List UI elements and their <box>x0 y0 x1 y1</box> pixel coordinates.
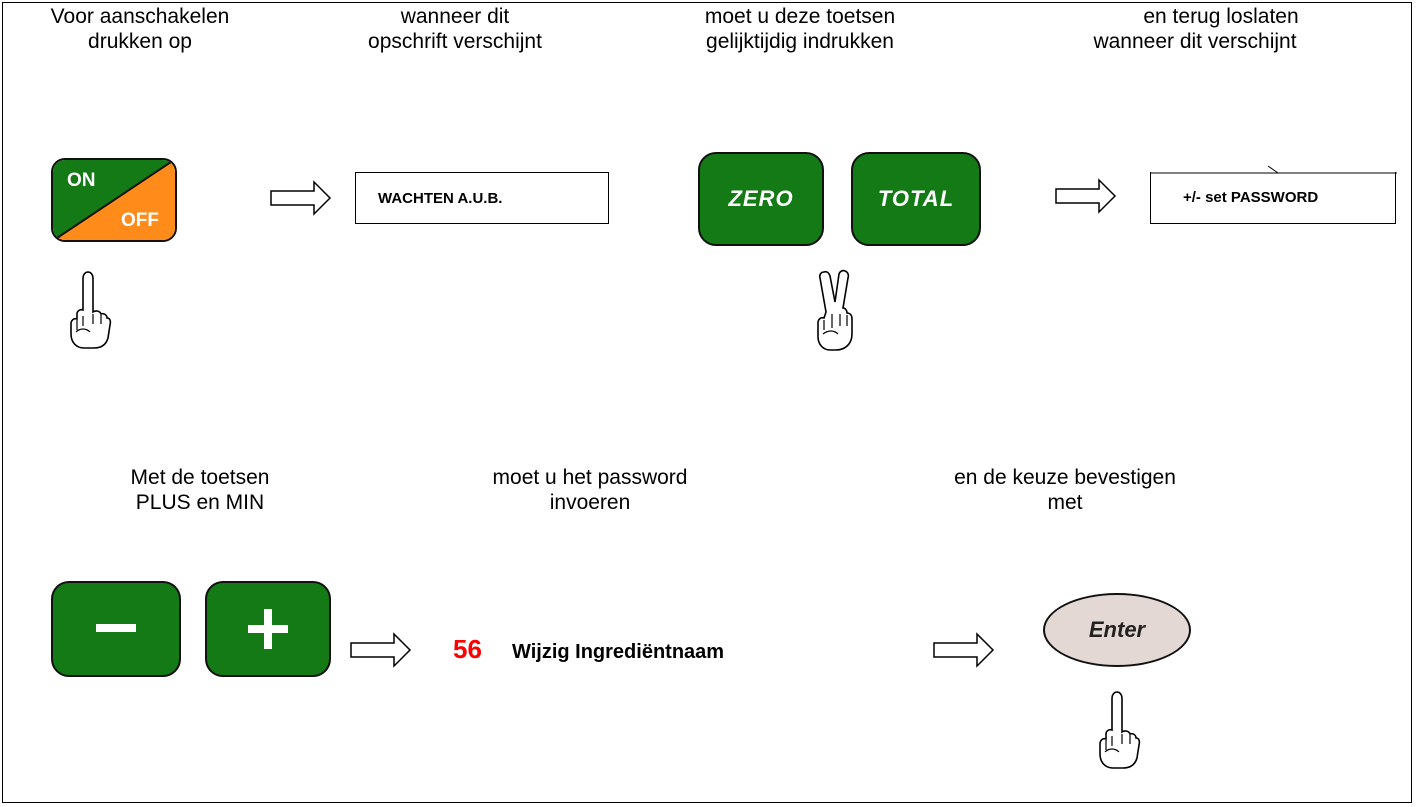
password-display: +/- set PASSWORD <box>1150 172 1396 224</box>
menu-number: 56 <box>453 634 482 664</box>
outline-arrow-icon <box>270 180 332 216</box>
total-key: TOTAL <box>851 152 981 246</box>
outline-arrow-icon <box>350 632 412 668</box>
plus-icon <box>248 609 288 649</box>
enter-key: Enter <box>1043 593 1191 667</box>
pointing-hand-icon <box>1099 691 1141 769</box>
plus-key <box>205 581 331 677</box>
off-label: OFF <box>121 210 159 231</box>
pointing-hand-icon <box>70 271 112 349</box>
on-off-key: ON OFF <box>51 158 177 242</box>
on-off-key-face <box>53 160 175 240</box>
minus-key <box>51 581 181 677</box>
minus-icon <box>96 624 136 632</box>
outline-arrow-icon <box>933 632 995 668</box>
zero-key: ZERO <box>698 152 824 246</box>
outline-arrow-icon <box>1055 178 1117 214</box>
wait-display: WACHTEN A.U.B. <box>355 172 609 224</box>
victory-hand-icon <box>817 269 853 351</box>
display-top-edge <box>1150 165 1397 174</box>
on-label: ON <box>67 170 96 191</box>
menu-label: Wijzig Ingrediëntnaam <box>512 641 725 663</box>
